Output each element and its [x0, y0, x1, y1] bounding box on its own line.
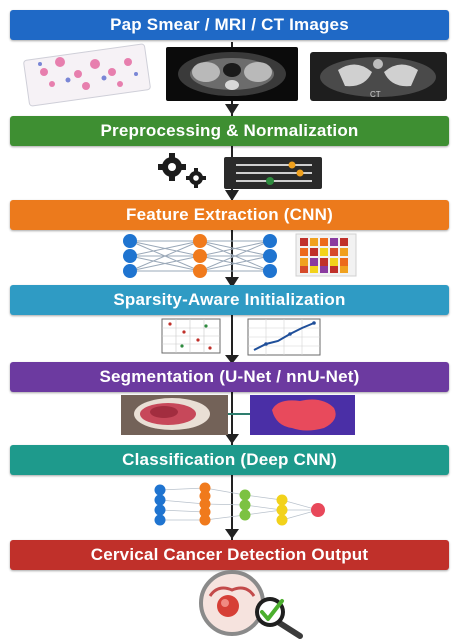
- neural-network-icon: [123, 234, 277, 278]
- stage-label: Segmentation (U-Net / nnU-Net): [99, 367, 360, 386]
- cervix-detection-icon: [199, 570, 265, 636]
- stage-segmentation: Segmentation (U-Net / nnU-Net): [10, 362, 449, 392]
- stage-label: Cervical Cancer Detection Output: [90, 545, 369, 564]
- stage-input-images: Pap Smear / MRI / CT Images: [10, 10, 449, 40]
- stage-preprocessing: Preprocessing & Normalization: [10, 116, 449, 146]
- arrow-down-icon: [225, 355, 239, 364]
- tissue-image-icon: [121, 395, 228, 435]
- stage-label: Feature Extraction (CNN): [126, 205, 333, 224]
- arrow-down-icon: [225, 434, 239, 444]
- stage-label: Pap Smear / MRI / CT Images: [110, 15, 349, 34]
- sparse-matrix-icon: [161, 318, 221, 354]
- arrow-down-icon: [225, 104, 239, 115]
- stage-detection-output: Cervical Cancer Detection Output: [10, 540, 449, 570]
- gear-icon: [158, 153, 206, 188]
- ct-scan-icon: CT: [310, 52, 447, 101]
- stage-label: Classification (Deep CNN): [122, 450, 337, 469]
- pap-smear-slide-icon: [23, 43, 151, 107]
- classification-network-icon: [154, 482, 325, 526]
- checkmark-icon: [255, 597, 303, 639]
- mri-scan-icon: [166, 47, 298, 101]
- feature-map-icon: [295, 233, 357, 277]
- sliders-panel-icon: [224, 157, 322, 189]
- segmentation-mask-icon: [250, 395, 355, 435]
- stage-sparsity-init: Sparsity-Aware Initialization: [10, 285, 449, 315]
- line-graph-icon: [247, 318, 321, 356]
- arrow-down-icon: [225, 529, 239, 539]
- stage-classification: Classification (Deep CNN): [10, 445, 449, 475]
- arrow-down-icon: [225, 277, 239, 288]
- stage-label: Sparsity-Aware Initialization: [113, 290, 346, 309]
- stage-feature-extraction: Feature Extraction (CNN): [10, 200, 449, 230]
- stage-label: Preprocessing & Normalization: [100, 121, 359, 140]
- ct-label: CT: [370, 90, 381, 99]
- arrow-down-icon: [225, 190, 239, 201]
